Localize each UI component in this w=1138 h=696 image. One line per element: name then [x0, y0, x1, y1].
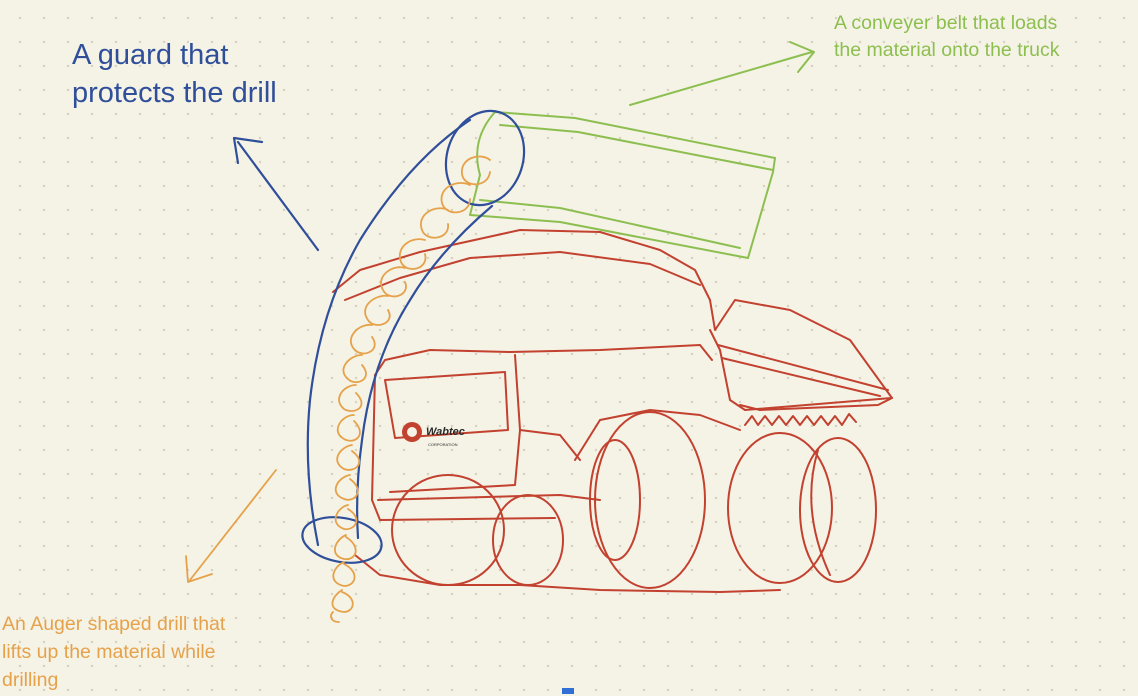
bumper [354, 554, 781, 593]
dump-bed-rail-2 [721, 357, 881, 397]
auger-arrow-line [189, 469, 277, 581]
guard-outer [306, 118, 472, 547]
conveyor-arrow-line [629, 51, 813, 106]
rear-wheel-1-inner [589, 439, 641, 561]
auger-arrow-head [185, 555, 213, 583]
conveyor-end [747, 157, 776, 259]
cab [374, 344, 713, 376]
conveyor-back [469, 111, 496, 216]
cab-door [389, 429, 521, 493]
conveyor-top [494, 111, 776, 159]
wabtec-logo-sub: CORPORATION [428, 442, 458, 447]
rear-wheel-1 [594, 411, 706, 589]
rear-wheel-3 [799, 437, 877, 583]
guard-annotation: A guard that protects the drill [72, 39, 277, 109]
front-wheel-inner [492, 494, 564, 586]
dump-bed-teeth [744, 413, 857, 426]
auger-spiral [330, 155, 491, 623]
drill-guard [232, 109, 526, 564]
mining-truck [332, 229, 893, 593]
cab-window [384, 371, 509, 439]
front-wheel [391, 474, 505, 586]
cab-front [371, 374, 381, 521]
auger-drill [185, 155, 491, 623]
conveyor-annotation: A conveyer belt that loads the material … [834, 12, 1060, 61]
wheel-arch [574, 409, 741, 461]
cab-panel [514, 354, 581, 461]
dump-bed-rail [717, 344, 889, 391]
truck-upper-body [332, 229, 893, 411]
chassis-lower [379, 517, 556, 521]
truck-top-line [344, 251, 701, 301]
guard-arrow-line [236, 140, 320, 252]
wabtec-logo-name: Wabtec [426, 426, 465, 438]
rear-wheel-3-arc [810, 449, 831, 576]
chassis [377, 494, 601, 501]
guard-inner [356, 204, 494, 540]
guard-arrow-head [232, 136, 264, 165]
conveyor-bottom [469, 214, 749, 259]
conveyor-arrow-head [789, 41, 815, 73]
bottom-marker [562, 688, 574, 694]
rear-wheel-2 [727, 432, 833, 584]
guard-bottom-ring [301, 516, 383, 564]
conveyor-bottom-inner [479, 199, 741, 249]
conveyor-top-inner [499, 124, 774, 171]
wabtec-logo: Wabtec CORPORATION [402, 422, 465, 447]
dump-bed [709, 329, 893, 411]
conveyor-belt [469, 41, 815, 259]
auger-annotation: An Auger shaped drill that lifts up the … [2, 613, 226, 691]
